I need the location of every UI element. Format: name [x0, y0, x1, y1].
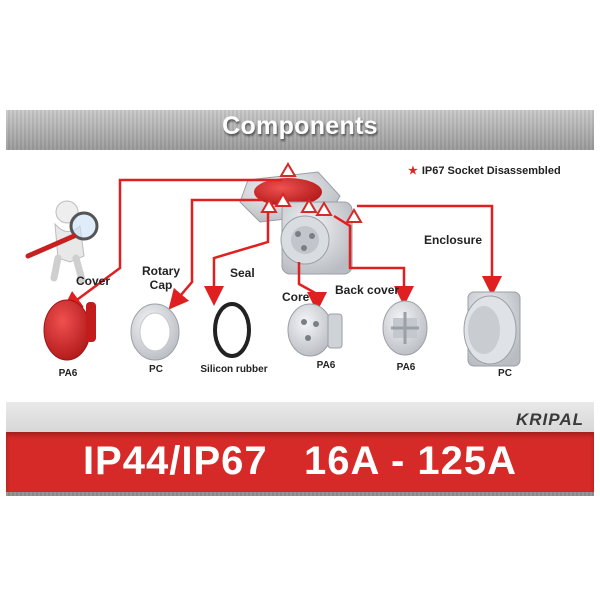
banner-text: IP44/IP67 16A - 125A — [6, 439, 594, 484]
material-enclosure: PC — [498, 368, 512, 379]
back-cover-part — [382, 300, 428, 356]
rotary-cap-part — [130, 303, 180, 361]
arrow-to-enclosure — [357, 204, 502, 296]
warning-icons — [260, 162, 363, 223]
label-cover: Cover — [76, 274, 111, 288]
arrow-to-seal — [204, 212, 270, 306]
material-core: PA6 — [316, 360, 336, 371]
label-back-cover: Back cover — [335, 283, 400, 297]
label-enclosure: Enclosure — [424, 233, 483, 247]
label-rotary-cap: Rotary Cap — [141, 264, 180, 292]
material-back-cover: PA6 — [396, 362, 416, 373]
arrow-to-core — [297, 262, 327, 312]
material-seal: Silicon rubber — [200, 364, 268, 375]
material-cover: PA6 — [58, 368, 78, 379]
cover-part — [43, 299, 96, 361]
label-seal: Seal — [230, 266, 255, 280]
floor-strip — [6, 402, 594, 432]
assembled-socket — [239, 171, 353, 275]
rating-banner: IP44/IP67 16A - 125A — [6, 432, 594, 492]
star-icon: ★ — [408, 165, 418, 177]
label-core: Core — [282, 290, 310, 304]
arrow-to-back-cover — [333, 214, 414, 306]
legend: ★IP67 Socket Disassembled — [408, 164, 561, 177]
arrow-to-cover — [61, 178, 282, 311]
page-title: Components — [222, 112, 378, 140]
seal-part — [213, 302, 251, 358]
core-part — [287, 303, 343, 357]
banner-rating: IP44/IP67 — [82, 439, 268, 483]
enclosure-part — [463, 291, 521, 367]
legend-text: IP67 Socket Disassembled — [421, 165, 561, 177]
material-rotary-cap: PC — [149, 364, 163, 375]
brand-logo: KRIPAL — [515, 410, 584, 429]
arrow-to-rotary-cap — [168, 198, 262, 310]
banner-current: 16A - 125A — [303, 439, 518, 483]
magnifier-mascot-icon — [25, 200, 99, 284]
